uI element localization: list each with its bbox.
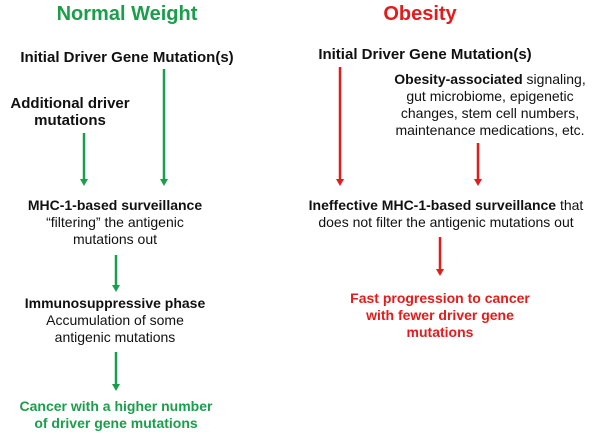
- text-line: antigenic mutations: [54, 329, 176, 345]
- additional-driver-mutations: Additional driver mutations: [0, 95, 140, 129]
- text-line: mutations: [406, 324, 474, 340]
- arrowhead: [160, 179, 168, 186]
- obesity-factors: Obesity-associated signaling, gut microb…: [383, 71, 597, 139]
- text-line: Fast progression to cancer: [350, 290, 530, 306]
- text-line: Additional driver: [10, 95, 130, 112]
- obesity-initial-mutation: Initial Driver Gene Mutation(s): [318, 46, 532, 63]
- text-line: maintenance medications, etc.: [395, 122, 585, 138]
- text-line: mutations: [34, 112, 106, 129]
- text-line: of driver gene mutations: [34, 415, 198, 431]
- arrowhead: [80, 179, 88, 186]
- text-line: Cancer with a higher number: [19, 398, 213, 414]
- text-line: Immunosuppressive phase: [24, 295, 206, 311]
- arrowhead: [336, 179, 344, 186]
- normal-weight-title: Normal Weight: [56, 3, 198, 25]
- text-line: “filtering” the antigenic: [46, 214, 184, 230]
- arrowhead: [436, 269, 444, 276]
- text-line: Ineffective MHC-1-based surveillance tha…: [293, 197, 599, 214]
- immunosuppressive-phase: Immunosuppressive phase Accumulation of …: [10, 295, 220, 346]
- obesity-outcome: Fast progression to cancer with fewer dr…: [330, 290, 550, 341]
- text-bold: Obesity-associated: [394, 71, 523, 87]
- text-line: MHC-1-based surveillance: [27, 197, 203, 213]
- text-line: mutations out: [72, 231, 158, 247]
- arrowhead: [112, 285, 120, 292]
- normal-outcome: Cancer with a higher number of driver ge…: [0, 398, 232, 432]
- text-span: signaling,: [522, 71, 586, 87]
- obesity-title: Obesity: [383, 3, 457, 25]
- mhc-surveillance: MHC-1-based surveillance “filtering” the…: [10, 197, 220, 248]
- arrowhead: [474, 179, 482, 186]
- text-line: with fewer driver gene: [366, 307, 514, 323]
- text-line: changes, stem cell numbers,: [400, 105, 580, 121]
- text-span: that: [556, 197, 584, 213]
- ineffective-surveillance: Ineffective MHC-1-based surveillance tha…: [293, 197, 599, 231]
- text-line: gut microbiome, epigenetic: [406, 88, 574, 104]
- text-line: does not filter the antigenic mutations …: [318, 214, 574, 230]
- text-line: Obesity-associated signaling,: [383, 71, 597, 88]
- text-line: Accumulation of some: [46, 312, 184, 328]
- text-bold: Ineffective MHC-1-based surveillance: [308, 197, 557, 213]
- normal-initial-mutation: Initial Driver Gene Mutation(s): [20, 49, 234, 66]
- arrowhead: [112, 384, 120, 391]
